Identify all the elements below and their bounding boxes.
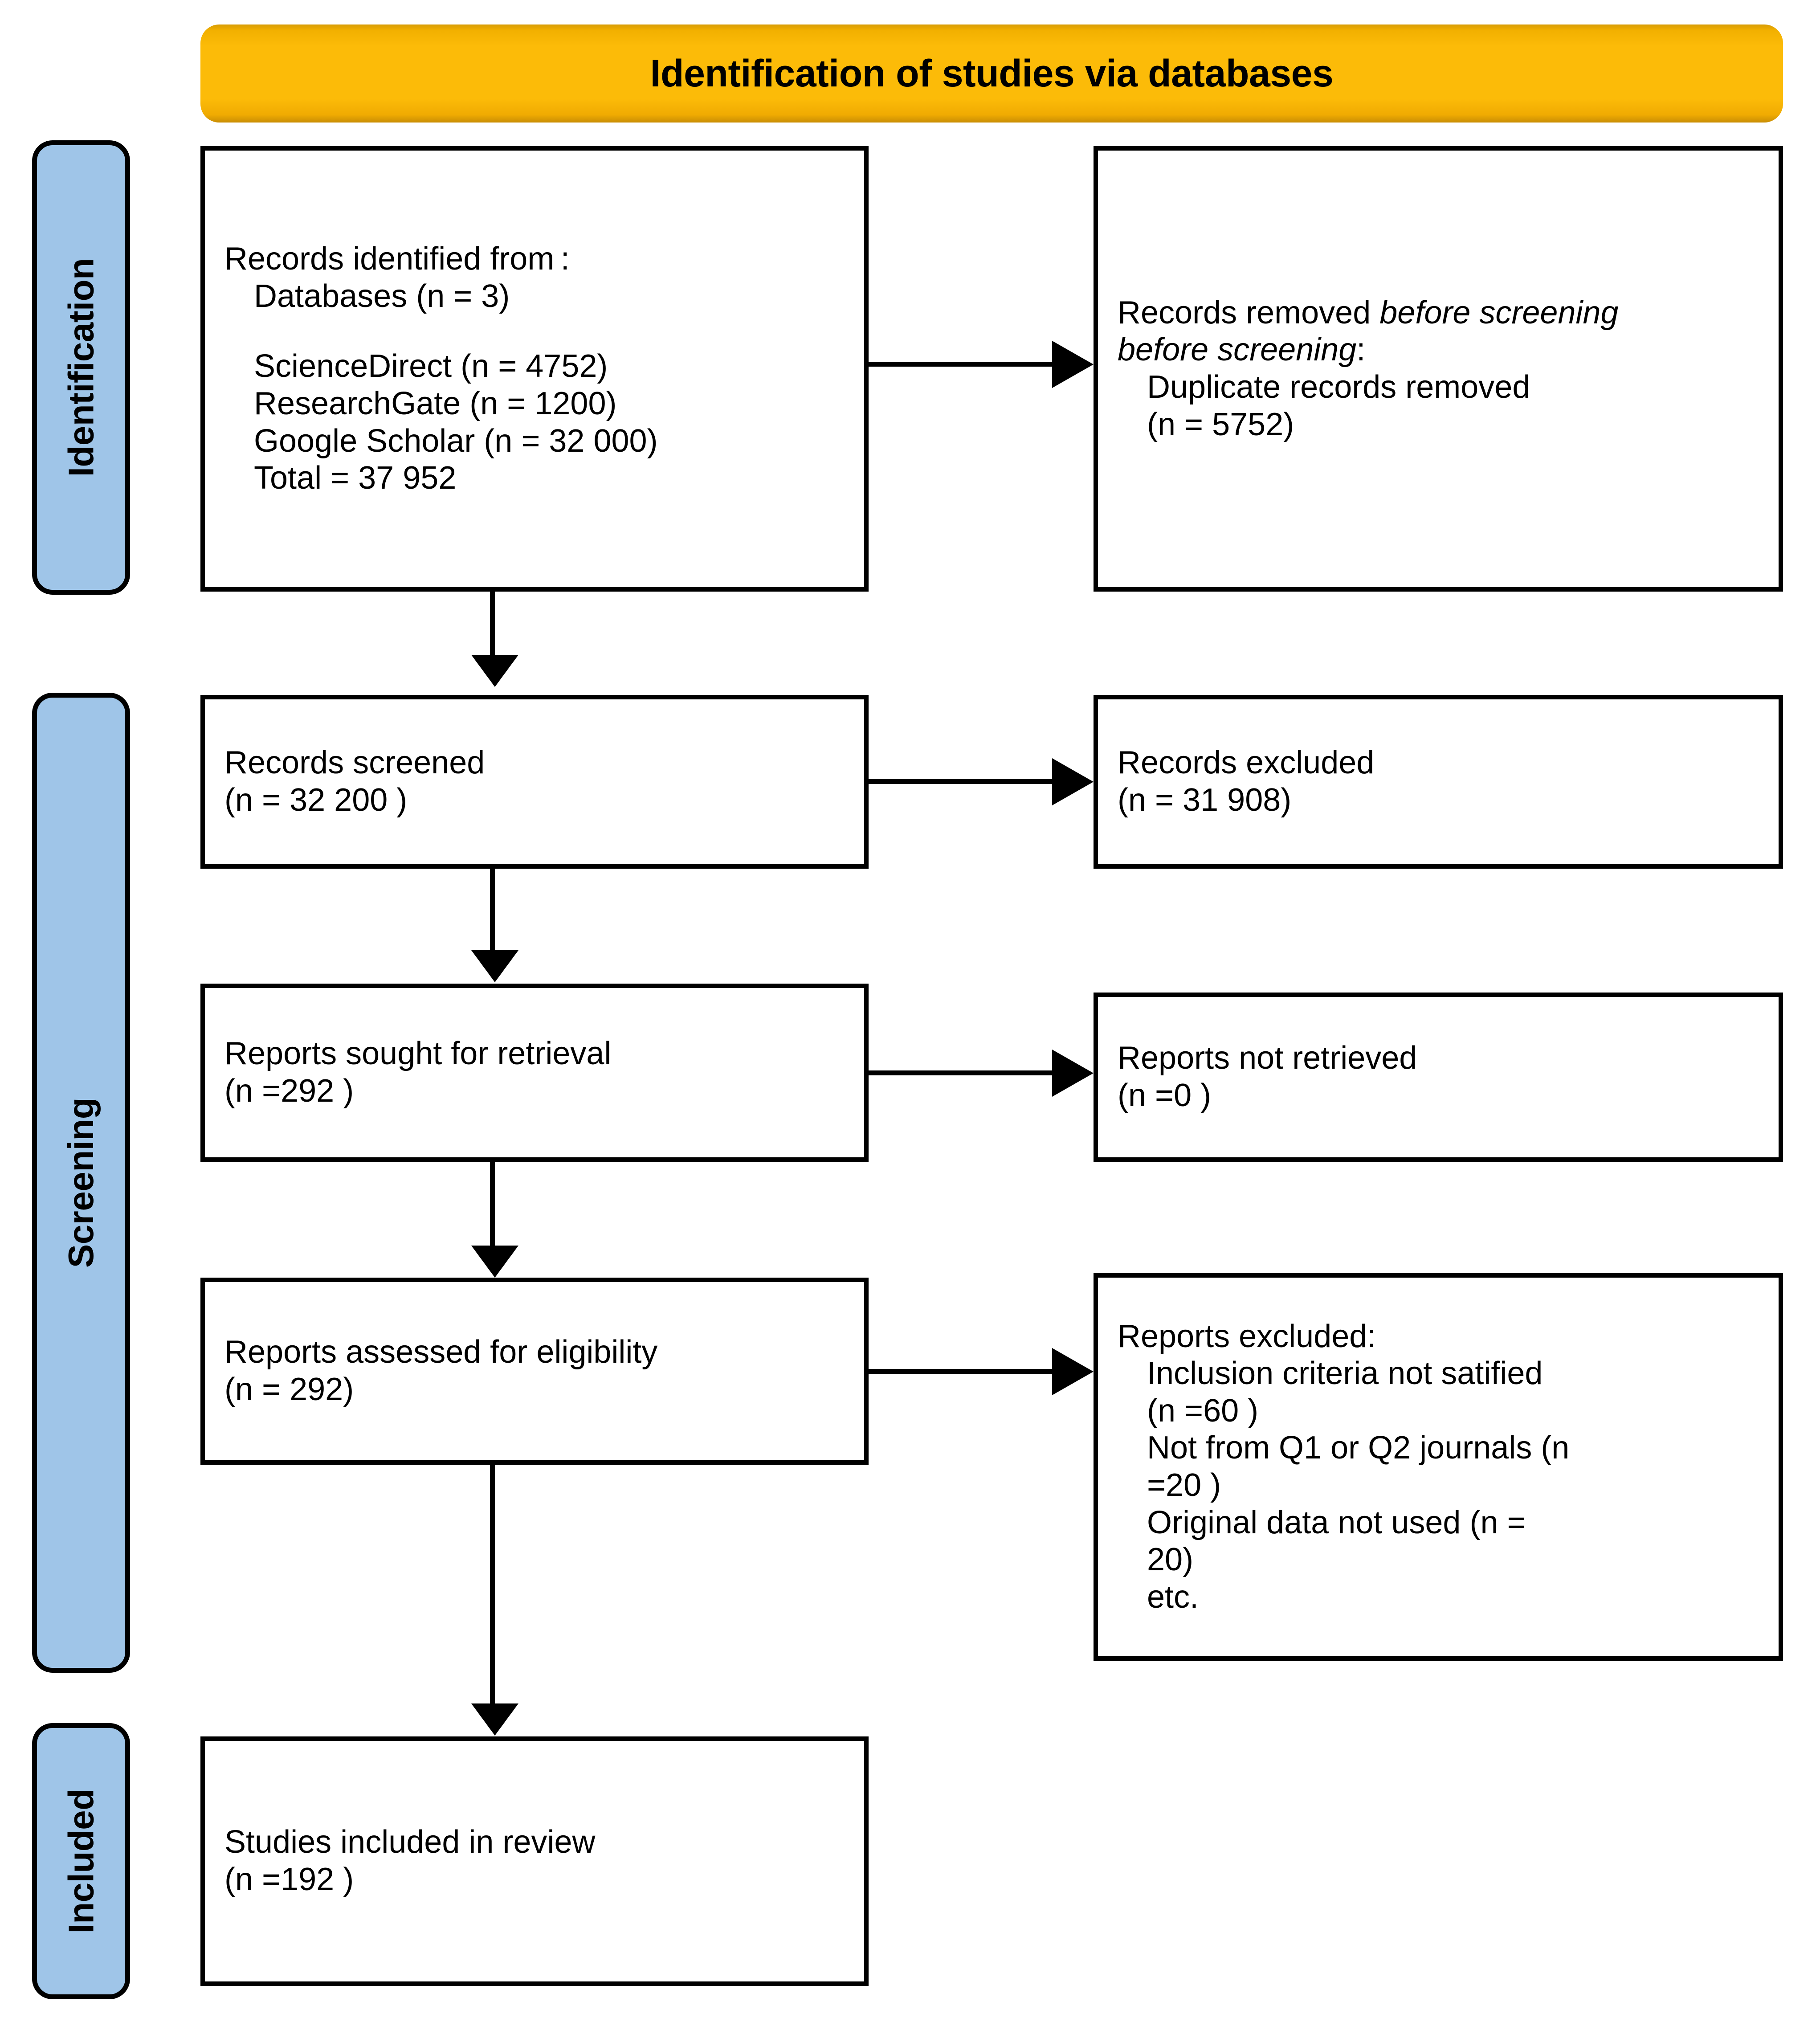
stage-label-included: Included xyxy=(32,1723,130,1999)
box-line: (n =292 ) xyxy=(224,1073,354,1109)
box-reports-excluded: Reports excluded: Inclusion criteria not… xyxy=(1094,1273,1783,1661)
box-line: etc. xyxy=(1147,1579,1199,1615)
box-reports-assessed-for-eligibility: Reports assessed for eligibility (n = 29… xyxy=(200,1278,869,1465)
connector-assessed-to-excluded-reports xyxy=(869,1369,1056,1374)
banner-identification-via-databases: Identification of studies via databases xyxy=(200,25,1783,123)
box-line: Not from Q1 or Q2 journals (n xyxy=(1147,1430,1570,1466)
arrowhead-right-icon xyxy=(1052,341,1094,388)
box-line: Original data not used (n = xyxy=(1147,1504,1526,1540)
arrowhead-down-icon xyxy=(471,655,518,687)
box-line: (n =192 ) xyxy=(224,1862,354,1897)
box-line: (n =0 ) xyxy=(1118,1078,1212,1113)
arrowhead-right-icon xyxy=(1052,1348,1094,1395)
box-line: Total = 37 952 xyxy=(254,460,457,496)
connector-screened-to-sought xyxy=(490,869,495,953)
box-line: Studies included in review xyxy=(224,1824,596,1860)
box-line: Duplicate records removed xyxy=(1147,369,1530,405)
connector-identified-to-removed xyxy=(869,362,1056,367)
stage-label-screening: Screening xyxy=(32,693,130,1673)
box-line: ResearchGate (n = 1200) xyxy=(254,386,617,421)
box-line: Reports not retrieved xyxy=(1118,1040,1417,1076)
banner-title: Identification of studies via databases xyxy=(650,52,1334,95)
box-line: (n = 5752) xyxy=(1147,406,1294,442)
box-line: Reports assessed for eligibility xyxy=(224,1334,658,1370)
box-line: Records excluded xyxy=(1118,745,1375,781)
box-line: 20) xyxy=(1147,1542,1194,1578)
connector-identified-to-screened xyxy=(490,592,495,663)
box-records-identified: Records identified from : Databases (n =… xyxy=(200,146,869,592)
box-line: (n =60 ) xyxy=(1147,1393,1259,1429)
box-line-spacer xyxy=(224,315,845,348)
arrowhead-right-icon xyxy=(1052,758,1094,805)
stage-label-text: Screening xyxy=(61,1097,101,1268)
box-line: Records identified from : xyxy=(224,241,570,277)
connector-sought-to-assessed xyxy=(490,1162,495,1249)
box-line-text: Records removed xyxy=(1118,294,1380,331)
box-line: before screening: xyxy=(1118,331,1759,369)
box-reports-not-retrieved: Reports not retrieved (n =0 ) xyxy=(1094,993,1783,1162)
box-records-excluded: Records excluded (n = 31 908) xyxy=(1094,695,1783,869)
box-line: ScienceDirect (n = 4752) xyxy=(254,348,608,384)
box-line: (n = 31 908) xyxy=(1118,782,1292,818)
arrowhead-right-icon xyxy=(1052,1050,1094,1097)
connector-screened-to-excluded xyxy=(869,779,1056,784)
box-line: =20 ) xyxy=(1147,1467,1221,1503)
connector-assessed-to-included xyxy=(490,1465,495,1707)
stage-label-text: Identification xyxy=(61,258,101,477)
box-line: Reports excluded: xyxy=(1118,1318,1376,1354)
box-line: Inclusion criteria not satified xyxy=(1147,1356,1543,1392)
connector-sought-to-not-retrieved xyxy=(869,1070,1056,1075)
box-records-screened: Records screened (n = 32 200 ) xyxy=(200,695,869,869)
arrowhead-down-icon xyxy=(471,1703,518,1736)
box-line: Reports sought for retrieval xyxy=(224,1036,612,1072)
box-line: Records removed before screening xyxy=(1118,294,1759,332)
box-records-removed-before-screening: Records removed before screening before … xyxy=(1094,146,1783,592)
box-line: (n = 32 200 ) xyxy=(224,782,408,818)
box-line: Databases (n = 3) xyxy=(254,278,510,314)
box-reports-sought-for-retrieval: Reports sought for retrieval (n =292 ) xyxy=(200,984,869,1162)
box-line: (n = 292) xyxy=(224,1372,354,1407)
box-line: Records screened xyxy=(224,745,485,781)
box-line-text: : xyxy=(1356,332,1366,368)
arrowhead-down-icon xyxy=(471,950,518,982)
box-line-emphasis: before screening xyxy=(1118,332,1357,368)
box-studies-included-in-review: Studies included in review (n =192 ) xyxy=(200,1736,869,1986)
stage-label-text: Included xyxy=(61,1789,101,1934)
arrowhead-down-icon xyxy=(471,1246,518,1278)
box-line: Google Scholar (n = 32 000) xyxy=(254,423,658,459)
box-line-emphasis: before screening xyxy=(1379,294,1619,331)
stage-label-identification: Identification xyxy=(32,140,130,595)
